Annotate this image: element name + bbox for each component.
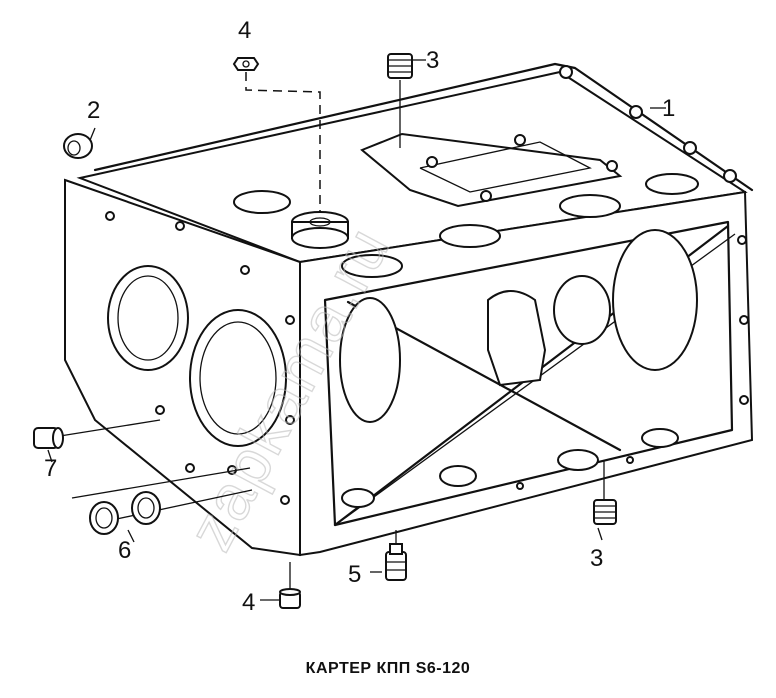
parts — [33, 53, 617, 609]
callout-7: 7 — [44, 455, 57, 482]
bottom-boss-2 — [439, 465, 477, 487]
callout-5: 5 — [348, 561, 361, 588]
leader-7-tick — [47, 449, 53, 463]
bottom-boss-4 — [641, 428, 679, 448]
part-4-bottom-cap — [279, 588, 301, 609]
leader-6-tick — [127, 529, 135, 543]
top-opening-1 — [233, 190, 291, 214]
callout-3-right: 3 — [590, 545, 603, 572]
internal-bore-rear — [612, 229, 698, 371]
part-7-sleeve — [33, 427, 64, 449]
leader-6-upper — [71, 467, 251, 499]
part-6-bushing-b — [131, 491, 161, 525]
top-opening-3 — [439, 224, 501, 248]
shift-plate — [360, 132, 623, 208]
front-bore-upper-inner — [117, 275, 179, 361]
part-4-top-nut — [232, 57, 260, 71]
part-3-top-plug — [387, 53, 413, 79]
callout-6-a: 6 — [118, 537, 131, 564]
shift-bracket — [487, 290, 547, 387]
top-opening-5 — [645, 173, 699, 195]
part-2-bushing — [63, 133, 93, 159]
part-6-bushing-a — [89, 501, 119, 535]
internal-bore-front — [339, 297, 401, 423]
housing-body — [64, 62, 754, 557]
diagram-caption: КАРТЕР КПП S6-120 — [305, 660, 471, 677]
leader-7 — [59, 419, 161, 437]
top-opening-2 — [341, 254, 403, 278]
callout-3-top: 3 — [426, 47, 439, 74]
part-4-spacer — [291, 211, 349, 249]
callout-4-top: 4 — [238, 17, 251, 44]
shift-plate-rails — [419, 141, 592, 193]
leader-4-top — [245, 72, 321, 212]
front-bore-upper — [107, 265, 189, 371]
callout-4-bottom: 4 — [242, 589, 255, 616]
callout-labels: 4 3 2 1 7 6 4 5 3 — [44, 17, 675, 616]
flange-bolt-holes — [105, 65, 749, 505]
front-bore-lower-inner — [199, 321, 277, 435]
internal-bore-mid — [553, 275, 611, 345]
callout-1: 1 — [662, 95, 675, 122]
bottom-boss-3 — [557, 449, 599, 471]
callout-2: 2 — [87, 97, 100, 124]
front-bore-lower — [189, 309, 287, 447]
housing-side-window — [323, 220, 734, 527]
leader-3-right-tick — [597, 527, 603, 541]
part-5-fitting — [385, 543, 407, 581]
top-opening-4 — [559, 194, 621, 218]
gearbox-housing-drawing: zapkama.ru — [33, 17, 754, 616]
bottom-boss-1 — [341, 488, 375, 508]
part-3-right-plug — [593, 499, 617, 525]
